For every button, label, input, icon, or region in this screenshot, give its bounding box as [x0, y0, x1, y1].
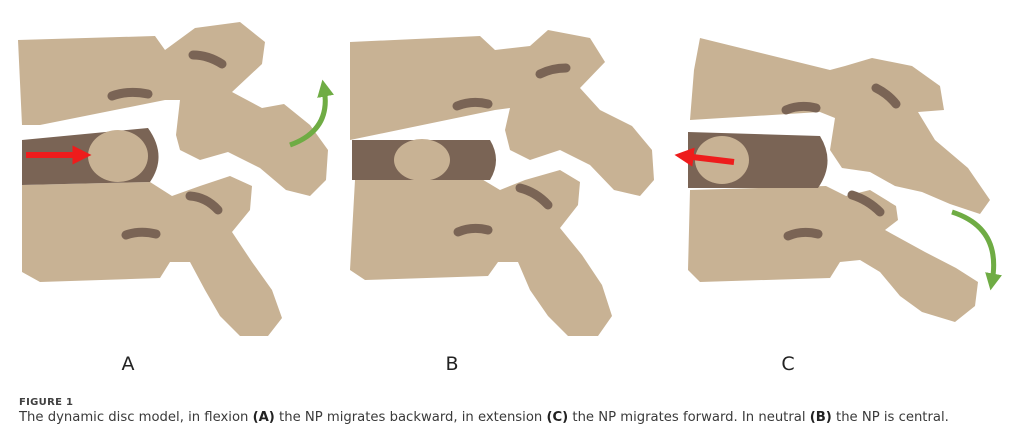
facet-groove-icon [121, 227, 161, 240]
caption-ref-a: (A) [252, 410, 275, 425]
panel-label-c: C [781, 353, 795, 375]
figure-caption: The dynamic disc model, in flexion (A) t… [19, 410, 1009, 425]
caption-text: the NP migrates backward, in extension [274, 410, 547, 425]
facet-groove-icon [783, 227, 823, 241]
facet-groove-icon [453, 223, 493, 237]
facet-groove-icon [871, 83, 901, 109]
lower-vertebra-c [688, 186, 978, 322]
panel-label-b: B [445, 353, 459, 375]
facet-groove-icon [535, 63, 571, 79]
upper-vertebra-c [690, 38, 990, 214]
caption-ref-b: (B) [809, 410, 832, 425]
lower-vertebra-a [22, 176, 282, 336]
facet-groove-icon [185, 191, 223, 215]
caption-text: the NP is central. [831, 410, 949, 425]
panel-a [18, 22, 334, 336]
figure-label: FIGURE 1 [19, 397, 74, 408]
caption-ref-c: (C) [546, 410, 569, 425]
facet-groove-icon [188, 50, 227, 69]
panel-label-a: A [121, 353, 135, 375]
caption-text: The dynamic disc model, in flexion [19, 410, 253, 425]
panel-c [674, 38, 1002, 322]
nucleus-pulposus-b [394, 139, 450, 181]
upper-vertebra-a [18, 22, 328, 196]
green-curved-arrow-up-icon [289, 79, 334, 148]
panel-b [350, 30, 654, 336]
green-curved-arrow-down-icon [951, 209, 1002, 291]
nucleus-pulposus-a [88, 130, 148, 182]
red-arrow-forward-icon [674, 147, 735, 167]
upper-vertebra-b [350, 30, 654, 196]
facet-groove-icon [515, 183, 553, 210]
facet-groove-icon [847, 190, 885, 217]
spine-figure [18, 22, 1002, 336]
facet-groove-icon [781, 101, 821, 115]
caption-text: the NP migrates forward. In neutral [568, 410, 810, 425]
facet-groove-icon [107, 87, 153, 101]
facet-groove-icon [452, 97, 493, 111]
lower-vertebra-b [350, 170, 612, 336]
